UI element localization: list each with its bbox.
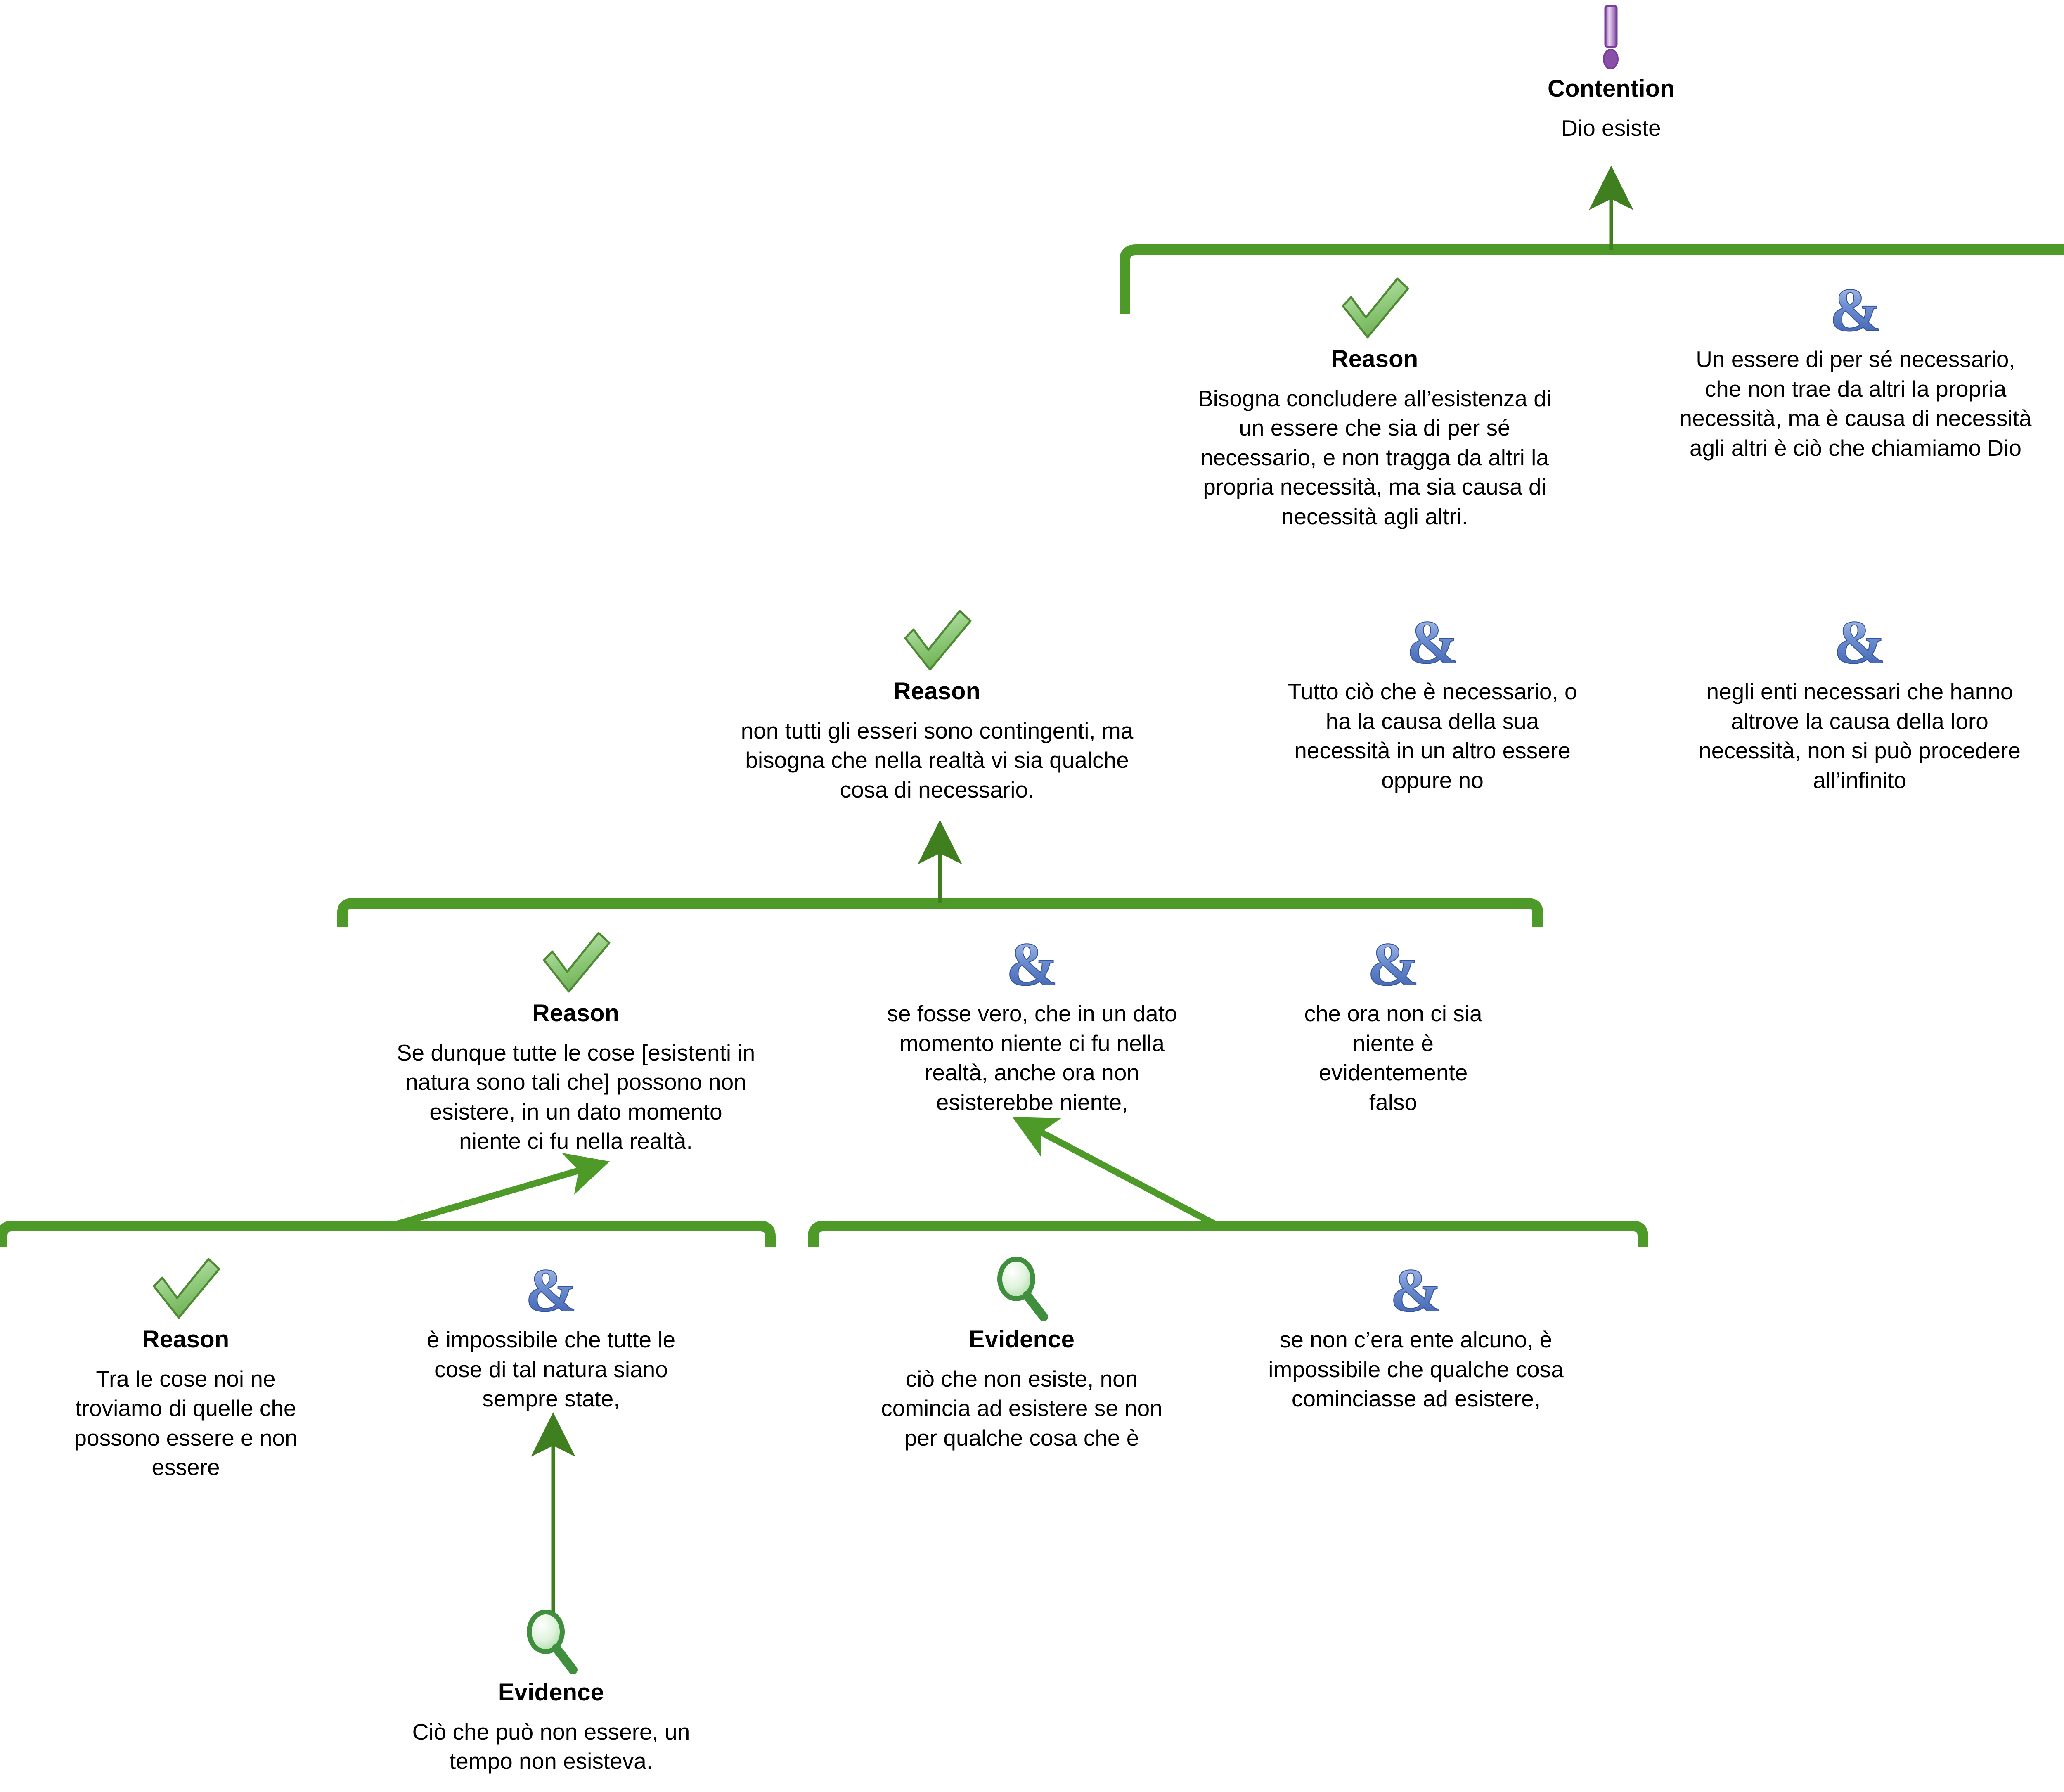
- exclamation-mark-icon: [1454, 4, 1768, 70]
- node-evidence-2[interactable]: Evidence Ciò che può non essere, un temp…: [363, 1608, 739, 1776]
- node-body-text: ciò che non esiste, non comincia ad esis…: [881, 1366, 1162, 1451]
- node-reason-3[interactable]: Reason Se dunque tutte le cose [esistent…: [343, 929, 809, 1156]
- svg-text:&: &: [1007, 930, 1057, 995]
- ampersand-icon: &: [1234, 607, 1631, 673]
- ampersand-icon: &: [840, 929, 1224, 995]
- green-check-icon: [1143, 275, 1606, 341]
- arrow-to-copremise-5: [1012, 1117, 1219, 1229]
- ampersand-icon: &: [1641, 607, 2064, 673]
- magnifier-icon: [834, 1255, 1210, 1321]
- node-body-text: se fosse vero, che in un dato momento ni…: [887, 1001, 1177, 1115]
- node-type-label: Reason: [1331, 346, 1418, 372]
- node-body-text: è impossibile che tutte le cose di tal n…: [426, 1327, 676, 1411]
- node-type-label: Reason: [893, 678, 981, 705]
- green-check-icon: [23, 1255, 349, 1321]
- ampersand-icon: &: [1259, 929, 1527, 995]
- node-contention[interactable]: Contention Dio esiste: [1454, 4, 1768, 143]
- node-reason-4[interactable]: Reason Tra le cose noi ne troviamo di qu…: [23, 1255, 349, 1482]
- node-body-text: negli enti necessari che hanno altrove l…: [1699, 679, 2021, 793]
- node-type-label: Reason: [142, 1326, 230, 1353]
- node-type-label: Evidence: [498, 1679, 604, 1706]
- node-copremise-8[interactable]: & se non c’era ente alcuno, è impossibil…: [1205, 1255, 1626, 1414]
- node-body-text: che ora non ci sia niente è evidentement…: [1304, 1001, 1482, 1115]
- node-copremise-3[interactable]: & negli enti necessari che hanno altrove…: [1641, 607, 2064, 795]
- node-copremise-2[interactable]: & Tutto ciò che è necessario, o ha la ca…: [1234, 607, 1631, 795]
- node-body-text: Tutto ciò che è necessario, o ha la caus…: [1288, 679, 1577, 793]
- node-type-label: Evidence: [968, 1326, 1075, 1353]
- node-body-text: Se dunque tutte le cose [esistenti in na…: [396, 1039, 755, 1154]
- svg-text:&: &: [1831, 276, 1880, 341]
- green-check-icon: [343, 929, 809, 995]
- node-body-text: Bisogna concludere all’esistenza di un e…: [1198, 385, 1552, 529]
- bracket-to-copremise-5: [808, 1117, 1648, 1247]
- node-copremise-1[interactable]: & Un essere di per sé necessario, che no…: [1626, 275, 2064, 463]
- bracket-to-reason-2: [337, 820, 1543, 927]
- node-type-label: Reason: [532, 1000, 620, 1027]
- node-body-text: Tra le cose noi ne troviamo di quelle ch…: [74, 1366, 298, 1480]
- node-copremise-7[interactable]: & è impossibile che tutte le cose di tal…: [372, 1255, 731, 1414]
- svg-text:&: &: [1408, 608, 1457, 673]
- svg-text:&: &: [1391, 1256, 1441, 1321]
- node-copremise-6[interactable]: & che ora non ci sia niente è evidenteme…: [1259, 929, 1527, 1117]
- node-body-text: Ciò che può non essere, un tempo non esi…: [412, 1719, 690, 1774]
- bracket-to-reason-3: [0, 1153, 776, 1247]
- ampersand-icon: &: [1205, 1255, 1626, 1321]
- node-reason-1[interactable]: Reason Bisogna concludere all’esistenza …: [1143, 275, 1606, 531]
- ampersand-icon: &: [1626, 275, 2064, 341]
- svg-text:&: &: [1368, 930, 1418, 995]
- arrow-to-reason-3: [389, 1153, 610, 1229]
- node-body-text: non tutti gli esseri sono contingenti, m…: [741, 717, 1134, 802]
- node-type-label: Contention: [1547, 75, 1675, 102]
- node-reason-2[interactable]: Reason non tutti gli esseri sono conting…: [656, 607, 1218, 805]
- green-check-icon: [656, 607, 1218, 673]
- node-copremise-5[interactable]: & se fosse vero, che in un dato momento …: [840, 929, 1224, 1117]
- svg-text:&: &: [526, 1256, 576, 1321]
- node-body-text: Dio esiste: [1561, 115, 1661, 141]
- svg-text:&: &: [1835, 608, 1884, 673]
- ampersand-icon: &: [372, 1255, 731, 1321]
- node-body-text: se non c’era ente alcuno, è impossibile …: [1268, 1327, 1564, 1411]
- node-body-text: Un essere di per sé necessario, che non …: [1679, 346, 2032, 461]
- node-evidence-1[interactable]: Evidence ciò che non esiste, non cominci…: [834, 1255, 1210, 1453]
- magnifier-icon: [363, 1608, 739, 1674]
